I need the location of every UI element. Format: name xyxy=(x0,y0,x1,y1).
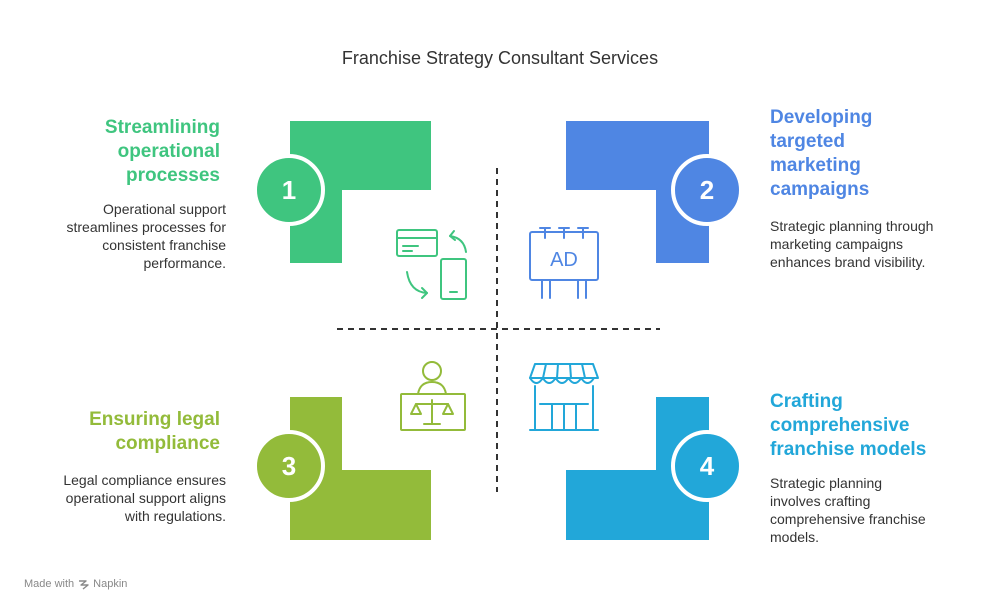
step-2-heading-line: campaigns xyxy=(770,179,870,200)
step-2-badge: 2 xyxy=(671,154,743,226)
step-2-heading-line: marketing xyxy=(770,155,861,176)
step-1-description-line: consistent franchise xyxy=(102,237,226,253)
step-4-description-line: comprehensive franchise xyxy=(770,511,926,527)
made-with-footer[interactable]: Made with Napkin xyxy=(24,578,127,590)
billboard-icon: AD xyxy=(529,227,599,299)
step-1-heading-line: operational xyxy=(117,141,220,162)
napkin-logo-icon xyxy=(79,579,89,590)
step-3-heading: Ensuring legal compliance xyxy=(40,408,220,456)
billboard-text: AD xyxy=(550,249,578,271)
step-4-number: 4 xyxy=(699,450,715,481)
bracket-3 xyxy=(290,397,431,540)
step-3-description-line: Legal compliance ensures xyxy=(63,472,226,488)
step-1-description: Operational support streamlines processe… xyxy=(26,200,226,272)
step-1-heading-line: Streamlining xyxy=(104,117,220,138)
footer-brand: Napkin xyxy=(93,578,128,590)
step-3-description-line: with regulations. xyxy=(124,508,226,524)
step-2-description-line: enhances brand visibility. xyxy=(770,254,926,270)
footer-prefix: Made with xyxy=(24,578,75,590)
judge-scales-icon xyxy=(400,361,466,431)
step-2-number: 2 xyxy=(699,174,715,205)
step-1-badge: 1 xyxy=(253,154,325,226)
step-1-heading: Streamlining operational processes xyxy=(40,116,220,188)
step-3-heading-line: Ensuring legal xyxy=(89,409,220,430)
step-2-heading: Developing targeted marketing campaigns xyxy=(770,106,970,202)
step-1-description-line: Operational support xyxy=(103,201,226,217)
step-1-heading-line: processes xyxy=(125,165,220,186)
step-3-number: 3 xyxy=(281,450,297,481)
step-4-description: Strategic planning involves crafting com… xyxy=(770,474,980,546)
step-3-description-line: operational support aligns xyxy=(65,490,226,506)
page-title: Franchise Strategy Consultant Services xyxy=(341,48,659,68)
step-4-description-line: Strategic planning xyxy=(770,475,883,491)
step-4-heading-line: franchise models xyxy=(770,439,927,460)
step-1-description-line: performance. xyxy=(143,255,226,271)
step-3-badge: 3 xyxy=(253,430,325,502)
step-4-heading-line: comprehensive xyxy=(770,415,910,436)
bracket-4 xyxy=(566,397,709,540)
step-3-heading-line: compliance xyxy=(115,433,220,454)
step-4-badge: 4 xyxy=(671,430,743,502)
transfer-icon xyxy=(396,229,467,300)
step-2-heading-line: targeted xyxy=(770,131,845,152)
storefront-icon xyxy=(529,363,599,431)
step-4-heading-line: Crafting xyxy=(770,391,843,412)
step-2-heading-line: Developing xyxy=(770,107,873,128)
step-2-description-line: Strategic planning through xyxy=(770,218,934,234)
step-1-description-line: streamlines processes for xyxy=(66,219,226,235)
step-3-description: Legal compliance ensures operational sup… xyxy=(26,471,226,525)
step-2-description-line: marketing campaigns xyxy=(770,236,904,252)
step-4-description-line: involves crafting xyxy=(770,493,871,509)
step-2-description: Strategic planning through marketing cam… xyxy=(770,217,980,271)
bracket-2 xyxy=(566,121,709,263)
step-4-description-line: models. xyxy=(770,529,820,545)
step-4-heading: Crafting comprehensive franchise models xyxy=(770,390,980,462)
step-1-number: 1 xyxy=(281,174,297,205)
bracket-1 xyxy=(290,121,431,263)
